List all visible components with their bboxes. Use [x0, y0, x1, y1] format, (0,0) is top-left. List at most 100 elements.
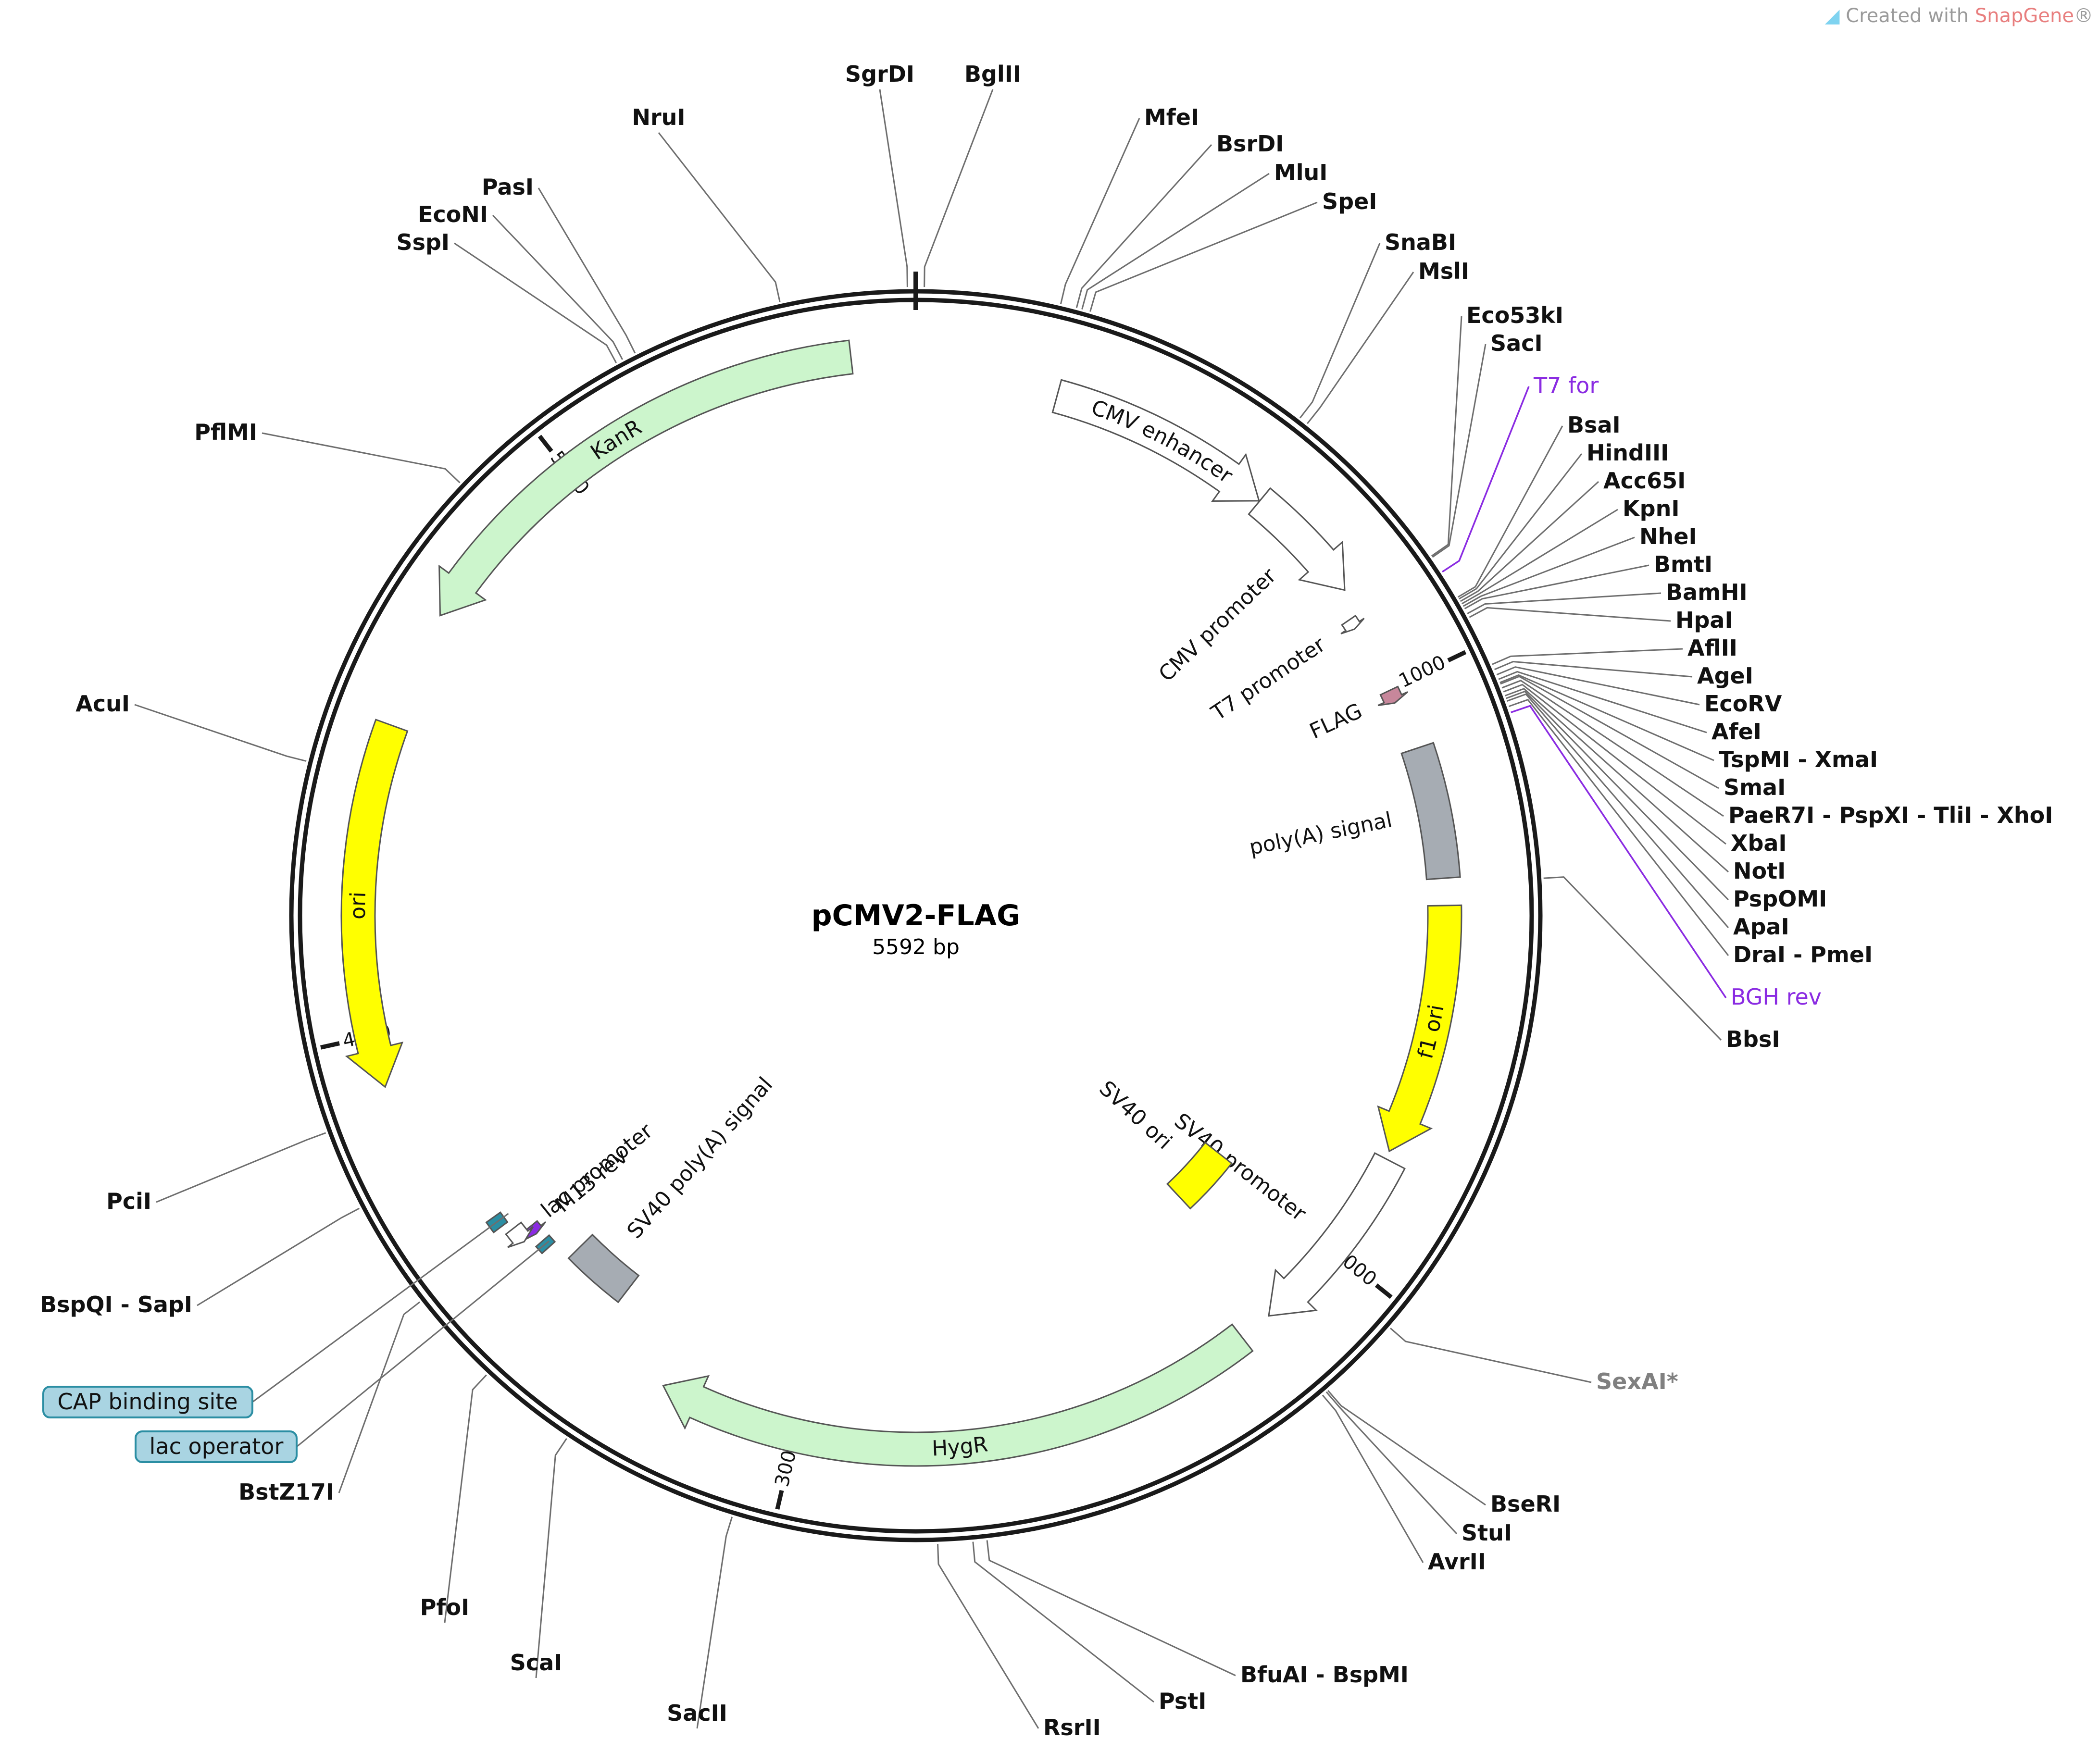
site-label-pspomi[interactable]: PspOMI: [1733, 886, 1827, 912]
site-mlui[interactable]: MluI: [1081, 160, 1328, 310]
feature-poly-a-signal[interactable]: poly(A) signal: [1247, 742, 1461, 881]
site-bglii[interactable]: BglII: [924, 61, 1021, 287]
site-label-pcii[interactable]: PciI: [106, 1188, 151, 1214]
site-stui[interactable]: StuI: [1325, 1391, 1512, 1546]
site-label-bglii[interactable]: BglII: [964, 61, 1021, 87]
site-noti[interactable]: NotI: [1504, 688, 1786, 884]
site-label-snabi[interactable]: SnaBI: [1385, 229, 1456, 255]
site-label-hpai[interactable]: HpaI: [1675, 607, 1733, 633]
feature-shape-kanr[interactable]: [438, 339, 854, 617]
feature-shape-sv40-promoter[interactable]: [1268, 1152, 1406, 1317]
site-sspi[interactable]: SspI: [396, 229, 617, 363]
site-nhei[interactable]: NheI: [1462, 523, 1697, 607]
site-bbsi[interactable]: BbsI: [1543, 876, 1780, 1052]
badge-cap-binding-site[interactable]: CAP binding site: [42, 1213, 509, 1418]
site-label-scai[interactable]: ScaI: [510, 1650, 562, 1676]
site-label-kpni[interactable]: KpnI: [1623, 496, 1679, 522]
site-label-bmti[interactable]: BmtI: [1654, 551, 1712, 577]
site-label-acc65i[interactable]: Acc65I: [1603, 468, 1686, 494]
site-saci[interactable]: SacI: [1432, 330, 1543, 558]
site-label-psti[interactable]: PstI: [1159, 1688, 1206, 1714]
feature-shape-ori[interactable]: [340, 719, 409, 1088]
site-label-aflii[interactable]: AflII: [1687, 635, 1737, 661]
site-label-spei[interactable]: SpeI: [1322, 188, 1377, 214]
site-econi[interactable]: EcoNI: [418, 201, 624, 360]
feature-shape-sv40-ori[interactable]: [1166, 1142, 1233, 1210]
site-label-nrui[interactable]: NruI: [632, 104, 685, 130]
site-label-xbai[interactable]: XbaI: [1731, 830, 1787, 856]
feature-kanr[interactable]: KanR: [438, 339, 854, 619]
site-bgh-rev[interactable]: BGH rev: [1511, 705, 1822, 1010]
feature-shape-poly-a-signal[interactable]: [1400, 742, 1461, 881]
site-nrui[interactable]: NruI: [632, 104, 781, 302]
badge-box-lac-operator[interactable]: [135, 1430, 298, 1463]
site-label-msli[interactable]: MslI: [1418, 258, 1469, 284]
site-label-pfoi[interactable]: PfoI: [420, 1594, 469, 1620]
site-scai[interactable]: ScaI: [510, 1438, 567, 1678]
feature-shape-hygr[interactable]: [662, 1323, 1254, 1467]
site-avrii[interactable]: AvrII: [1322, 1394, 1486, 1575]
site-paer7i-pspxi-tlii-xhoi[interactable]: PaeR7I - PspXI - TliI - XhoI: [1501, 680, 2053, 828]
site-tspmi-xmai[interactable]: TspMI - XmaI: [1499, 674, 1878, 772]
site-label-bspqi-sapi[interactable]: BspQI - SapI: [40, 1292, 192, 1317]
site-label-hindiii[interactable]: HindIII: [1587, 440, 1669, 466]
site-label-sexai[interactable]: SexAI*: [1596, 1368, 1678, 1394]
feature-hygr[interactable]: HygR: [660, 1323, 1254, 1467]
site-afei[interactable]: AfeI: [1498, 671, 1762, 745]
site-bamhi[interactable]: BamHI: [1467, 579, 1748, 614]
site-apai[interactable]: ApaI: [1506, 693, 1789, 940]
site-label-mfei[interactable]: MfeI: [1144, 104, 1199, 130]
site-label-eco53ki[interactable]: Eco53kI: [1466, 302, 1563, 328]
site-pfoi[interactable]: PfoI: [420, 1374, 487, 1623]
site-sexai[interactable]: SexAI*: [1390, 1328, 1678, 1394]
site-t7-for[interactable]: T7 for: [1442, 373, 1599, 573]
site-label-tspmi-xmai[interactable]: TspMI - XmaI: [1719, 746, 1878, 772]
site-label-bfuai-bspmi[interactable]: BfuAI - BspMI: [1240, 1662, 1409, 1688]
site-aflii[interactable]: AflII: [1492, 635, 1737, 665]
site-hpai[interactable]: HpaI: [1469, 607, 1733, 633]
site-mfei[interactable]: MfeI: [1060, 104, 1199, 304]
site-label-bseri[interactable]: BseRI: [1490, 1491, 1561, 1517]
site-label-nhei[interactable]: NheI: [1639, 523, 1697, 549]
site-pcii[interactable]: PciI: [106, 1132, 326, 1214]
site-acui[interactable]: AcuI: [75, 691, 307, 762]
site-label-sacii[interactable]: SacII: [667, 1700, 727, 1726]
site-bseri[interactable]: BseRI: [1327, 1390, 1561, 1517]
site-label-stui[interactable]: StuI: [1462, 1520, 1512, 1546]
site-pasi[interactable]: PasI: [482, 174, 636, 354]
site-label-smai[interactable]: SmaI: [1724, 774, 1786, 800]
feature-f1-ori[interactable]: f1 ori: [1377, 904, 1462, 1154]
site-label-mlui[interactable]: MluI: [1274, 160, 1327, 186]
feature-shape-lac-promoter[interactable]: [505, 1221, 534, 1248]
site-xbai[interactable]: XbaI: [1503, 683, 1787, 856]
site-psti[interactable]: PstI: [972, 1541, 1207, 1714]
feature-shape-cmv-enhancer[interactable]: [1051, 379, 1260, 502]
site-label-pasi[interactable]: PasI: [482, 174, 534, 200]
site-label-econi[interactable]: EcoNI: [418, 201, 488, 227]
site-label-agei[interactable]: AgeI: [1697, 663, 1753, 689]
site-smai[interactable]: SmaI: [1500, 675, 1786, 800]
site-label-bsrdi[interactable]: BsrDI: [1216, 131, 1284, 157]
site-bspqi-sapi[interactable]: BspQI - SapI: [40, 1207, 360, 1317]
feature-flag[interactable]: FLAG: [1306, 685, 1409, 744]
site-label-paer7i-pspxi-tlii-xhoi[interactable]: PaeR7I - PspXI - TliI - XhoI: [1728, 802, 2053, 828]
site-label-pflmi[interactable]: PflMI: [194, 419, 257, 445]
site-sacii[interactable]: SacII: [667, 1516, 733, 1729]
site-agei[interactable]: AgeI: [1494, 660, 1753, 689]
feature-shape-flag[interactable]: [1377, 685, 1409, 707]
site-label-bstz17i[interactable]: BstZ17I: [238, 1479, 334, 1505]
site-pspomi[interactable]: PspOMI: [1505, 690, 1827, 912]
site-label-ecorv[interactable]: EcoRV: [1704, 691, 1782, 717]
site-msli[interactable]: MslI: [1307, 258, 1469, 424]
site-label-bamhi[interactable]: BamHI: [1666, 579, 1748, 605]
site-label-bbsi[interactable]: BbsI: [1726, 1026, 1780, 1052]
site-label-acui[interactable]: AcuI: [75, 691, 130, 717]
site-hindiii[interactable]: HindIII: [1459, 440, 1669, 600]
badge-lac-operator[interactable]: lac operator: [135, 1240, 550, 1463]
site-spei[interactable]: SpeI: [1089, 188, 1377, 312]
site-label-t7-for[interactable]: T7 for: [1533, 373, 1599, 398]
feature-shape-sv40-poly-a-signal[interactable]: [567, 1233, 640, 1304]
feature-cmv-enhancer[interactable]: CMV enhancer: [1051, 379, 1260, 506]
site-bmti[interactable]: BmtI: [1464, 551, 1712, 609]
site-sgrdi[interactable]: SgrDI: [845, 61, 914, 287]
